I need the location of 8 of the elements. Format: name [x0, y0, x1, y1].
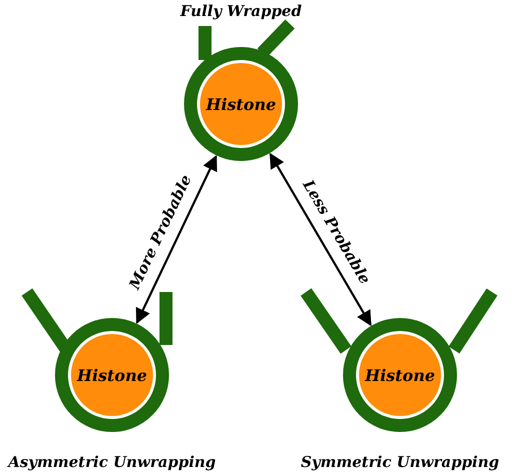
- state-caption: Asymmetric Unwrapping: [8, 453, 216, 471]
- histone-label: Histone: [206, 94, 276, 114]
- histone-label: Histone: [364, 366, 436, 384]
- state-caption: Symmetric Unwrapping: [300, 453, 500, 471]
- double-arrow: [269, 152, 372, 326]
- histone-label: Histone: [76, 366, 148, 384]
- state-caption: Fully Wrapped: [180, 2, 302, 20]
- double-arrow: [136, 154, 218, 324]
